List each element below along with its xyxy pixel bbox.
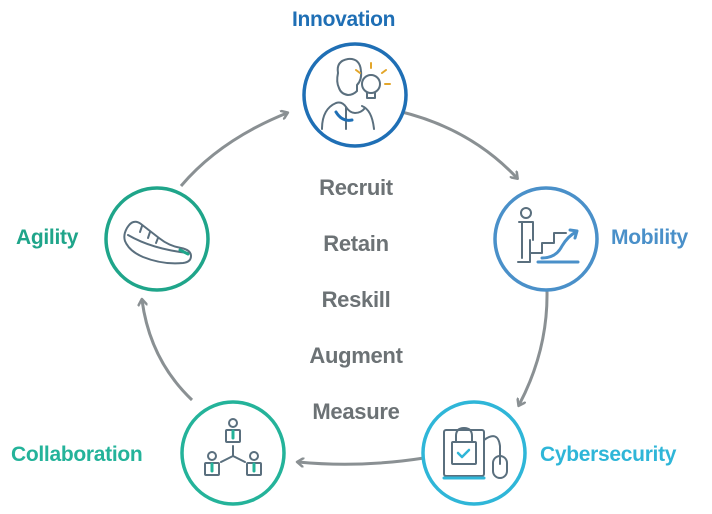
center-list: Recruit Retain Reskill Augment Measure (256, 166, 456, 446)
agility-label: Agility (16, 226, 79, 249)
arrow-innovation-to-mobility (397, 109, 517, 178)
sneaker-icon (123, 220, 192, 265)
center-item-recruit: Recruit (319, 175, 393, 200)
collaboration-label: Collaboration (11, 443, 143, 466)
team-network-icon (204, 418, 262, 476)
arrow-collaboration-to-agility (142, 300, 194, 402)
cybersecurity-label: Cybersecurity (540, 443, 677, 466)
innovation-label: Innovation (292, 8, 396, 31)
arrow-cybersecurity-to-collaboration (298, 456, 425, 464)
mobility-node (493, 186, 599, 292)
mobility-label: Mobility (611, 226, 688, 249)
person-stairs-icon (517, 207, 580, 264)
center-item-reskill: Reskill (321, 287, 391, 312)
innovation-node (302, 42, 408, 148)
center-item-retain: Retain (323, 231, 389, 256)
arrow-agility-to-innovation (179, 113, 287, 187)
person-lightbulb-icon (321, 57, 391, 130)
center-item-augment: Augment (309, 343, 403, 368)
center-item-measure: Measure (312, 399, 400, 424)
arrow-mobility-to-cybersecurity (519, 290, 549, 405)
lock-computer-icon (442, 427, 508, 480)
